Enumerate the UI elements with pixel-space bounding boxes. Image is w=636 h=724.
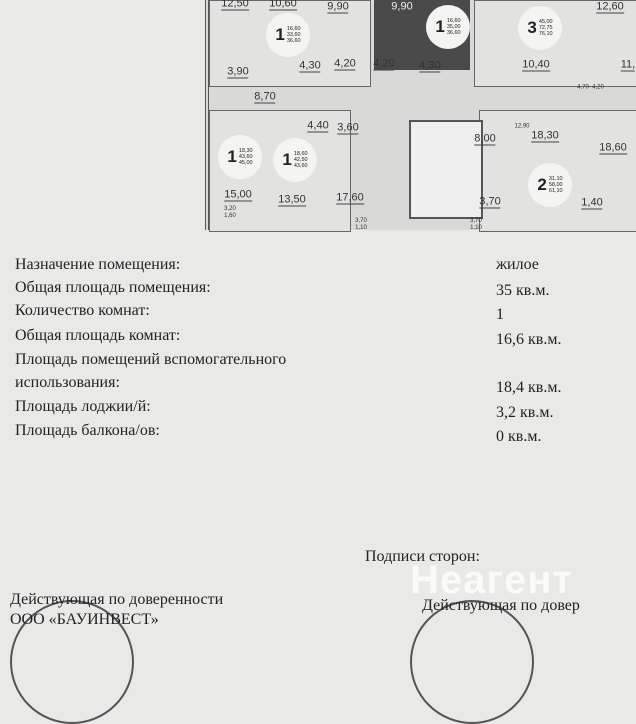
room-area: 4,30 — [419, 59, 441, 73]
balcony-value: 1,60 — [224, 213, 236, 219]
room-count: 3 — [527, 18, 537, 37]
room-area: 4,70 — [577, 84, 589, 91]
detail-label: Площадь лоджии/й: — [15, 398, 151, 415]
area-value: 58,00 — [548, 182, 563, 188]
area-value: 16,60 — [286, 26, 301, 32]
room-area: 11, — [620, 58, 636, 72]
signatory-left: Действующая по доверенности — [10, 591, 224, 608]
balcony-value: 3,70 — [355, 218, 367, 224]
watermark: Неагент — [410, 558, 574, 602]
room-area: 3,90 — [227, 65, 249, 79]
detail-value: 0 кв.м. — [496, 428, 542, 445]
room-area: 12,50 — [221, 0, 249, 11]
room-area: 18,30 — [531, 129, 559, 143]
room-area: 3,70 — [479, 195, 501, 209]
signatory-right: Действующая по довер — [422, 597, 580, 614]
room-area: 10,40 — [522, 58, 550, 72]
room-area: 17,60 — [336, 191, 364, 205]
room-area: 9,90 — [327, 0, 349, 14]
company-left: ООО «БАУИНВЕСТ» — [10, 611, 159, 628]
balcony-value: 3,70 — [470, 218, 482, 224]
room-area: 4,20 — [373, 57, 395, 71]
floor-plan — [205, 0, 636, 232]
detail-value: жилое — [496, 256, 539, 273]
area-value: 18,60 — [293, 151, 308, 157]
room-area: 4,40 — [307, 119, 329, 133]
area-value: 45,00 — [538, 19, 553, 25]
room-area: 3,60 — [337, 121, 359, 135]
area-value: 61,10 — [548, 188, 563, 194]
detail-value: 35 кв.м. — [496, 282, 550, 299]
room-area: 8,00 — [474, 132, 496, 146]
area-value: 33,60 — [286, 32, 301, 38]
detail-label: Назначение помещения: — [15, 256, 181, 273]
room-count: 2 — [537, 175, 547, 194]
room-area: 12,90 — [514, 123, 530, 130]
signatures-title: Подписи сторон: — [365, 548, 480, 565]
room-area: 1,40 — [581, 196, 603, 210]
room-count: 1 — [275, 25, 285, 44]
detail-label: Площадь балкона/ов: — [15, 422, 160, 439]
room-area: 15,00 — [224, 188, 252, 202]
room-area: 18,60 — [599, 141, 627, 155]
area-value: 42,50 — [293, 157, 308, 163]
area-value: 16,60 — [446, 18, 461, 24]
balcony-value: 1,10 — [470, 225, 482, 231]
stamp — [410, 600, 534, 724]
room-area: 10,60 — [269, 0, 297, 11]
area-value: 43,60 — [238, 154, 253, 160]
detail-label: использования: — [15, 374, 120, 391]
detail-value: 1 — [496, 306, 504, 323]
room-area: 8,70 — [254, 90, 276, 104]
room-count: 1 — [435, 17, 445, 36]
balcony-value: 3,20 — [224, 206, 236, 212]
area-value: 76,10 — [538, 31, 553, 37]
balcony-value: 1,10 — [355, 225, 367, 231]
area-value: 43,60 — [293, 163, 308, 169]
staircase — [409, 120, 483, 219]
detail-value: 3,2 кв.м. — [496, 404, 554, 421]
detail-value: 18,4 кв.м. — [496, 379, 562, 396]
detail-label: Количество комнат: — [15, 302, 150, 319]
room-area: 4,30 — [299, 59, 321, 73]
detail-label: Общая площадь комнат: — [15, 327, 181, 344]
room-count: 1 — [282, 150, 292, 169]
room-area: 4,20 — [334, 57, 356, 71]
room-area: 9,90 — [391, 0, 413, 14]
detail-label: Площадь помещений вспомогательного — [15, 351, 287, 368]
area-value: 36,60 — [286, 38, 301, 44]
area-value: 45,00 — [238, 160, 253, 166]
detail-value: 16,6 кв.м. — [496, 331, 562, 348]
room-count: 1 — [227, 147, 237, 166]
area-value: 35,00 — [446, 24, 461, 30]
area-value: 72,75 — [538, 25, 553, 31]
area-value: 18,30 — [238, 148, 253, 154]
detail-label: Общая площадь помещения: — [15, 279, 211, 296]
room-area: 4,20 — [592, 84, 604, 91]
area-value: 31,10 — [548, 176, 563, 182]
room-area: 12,60 — [596, 0, 624, 14]
room-area: 13,50 — [278, 193, 306, 207]
area-value: 36,60 — [446, 30, 461, 36]
